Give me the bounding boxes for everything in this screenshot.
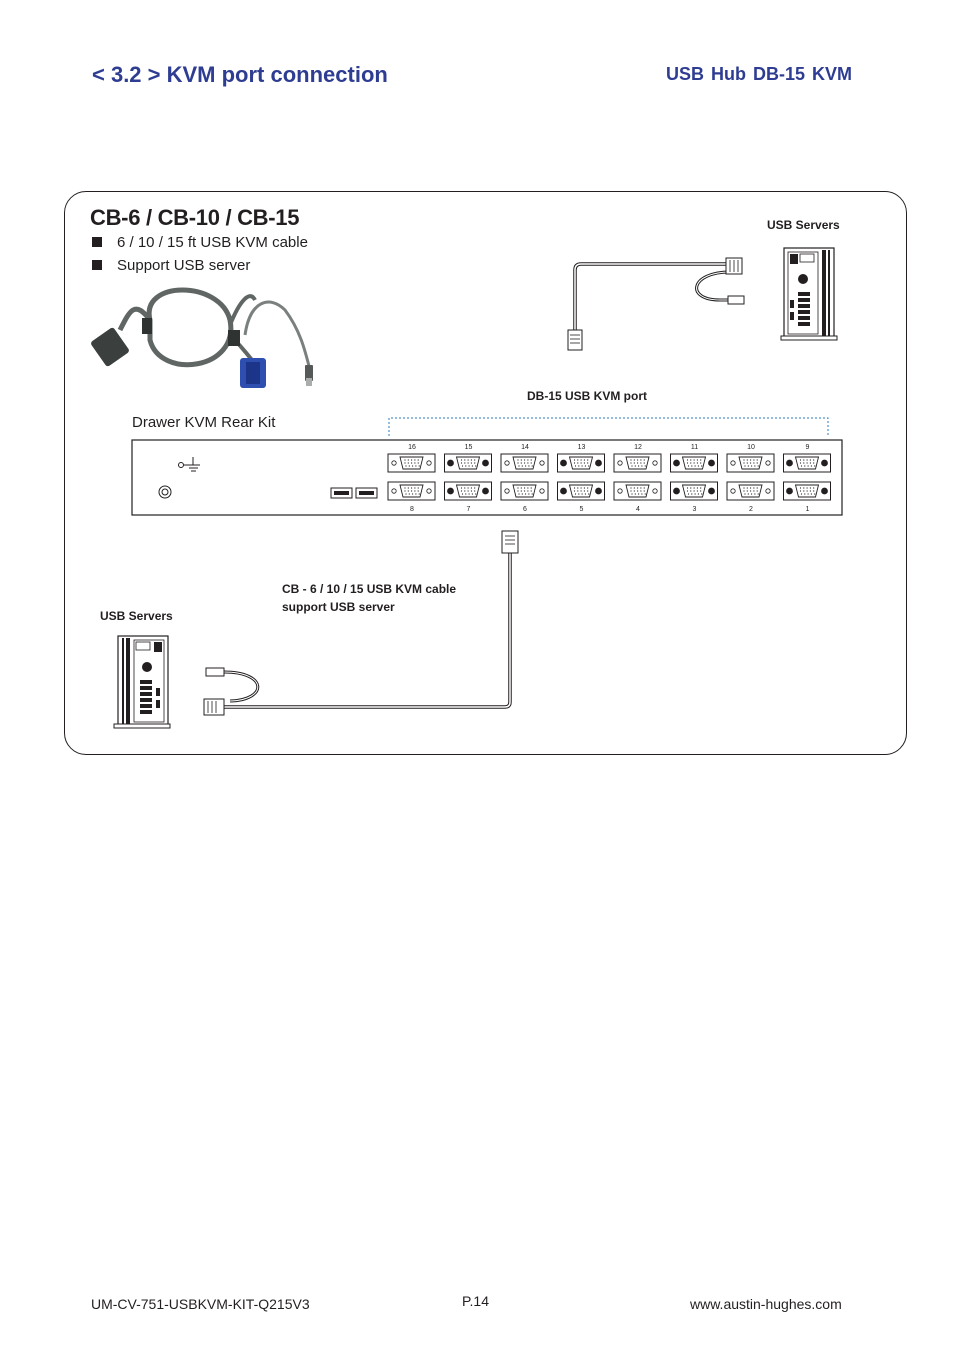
footer-doc-id: UM-CV-751-USBKVM-KIT-Q215V3: [91, 1296, 310, 1312]
db15-port-8: 8: [387, 481, 436, 513]
port-number-bottom-label: 6: [523, 506, 527, 513]
port-number-bottom-label: 7: [467, 506, 471, 513]
usb-servers-label-bottom: USB Servers: [100, 609, 173, 623]
port-number-top-label: 13: [578, 444, 586, 451]
port-group-bracket: [388, 417, 829, 436]
db15-port-5: 5: [557, 481, 605, 513]
square-bullet-icon: [92, 260, 102, 270]
port-number-top-label: 16: [408, 444, 416, 451]
port-number-bottom-label: 5: [580, 506, 584, 513]
drawer-kit-label: Drawer KVM Rear Kit: [132, 414, 276, 431]
port-number-top-label: 14: [521, 444, 529, 451]
drawer-rear-panel: [131, 439, 843, 516]
feature-list-item: 6 / 10 / 15 ft USB KVM cable: [92, 234, 308, 251]
header-product-title: USB Hub DB-15 KVM: [666, 64, 853, 84]
cable-caption-line2: support USB server: [282, 600, 395, 614]
usb-server-tower-bottom: [113, 635, 171, 729]
footer-page-number: P.14: [462, 1293, 489, 1309]
port-number-top-label: 11: [691, 444, 698, 451]
db15-port-row-top: 16 15 14 13 12 11 10 9: [387, 444, 831, 473]
db15-port-13: 13: [557, 444, 605, 473]
db15-port-2: 2: [726, 481, 775, 513]
port-number-top-label: 9: [806, 444, 810, 451]
db15-port-7: 7: [444, 481, 492, 513]
db15-port-16: 16: [387, 444, 436, 473]
ground-icon: [178, 457, 200, 472]
db15-port-9: 9: [783, 444, 831, 473]
db15-port-3: 3: [670, 481, 718, 513]
footer-website: www.austin-hughes.com: [690, 1296, 842, 1312]
db15-port-12: 12: [613, 444, 662, 473]
port-number-bottom-label: 4: [636, 506, 640, 513]
db15-port-15: 15: [444, 444, 492, 473]
connection-panel: [64, 191, 907, 755]
usb-server-tower-top: [780, 247, 838, 341]
usb-kvm-cable-photo: [91, 287, 313, 388]
db15-port-6: 6: [500, 481, 549, 513]
power-jack-icon: [158, 485, 172, 499]
db15-port-row-bottom: 8 7 6 5 4 3 2 1: [387, 481, 831, 513]
usb-servers-label-top: USB Servers: [767, 218, 840, 232]
feature-list-item: Support USB server: [92, 257, 250, 274]
port-number-bottom-label: 8: [410, 506, 414, 513]
square-bullet-icon: [92, 237, 102, 247]
top-kvm-cable: [567, 257, 745, 351]
port-number-bottom-label: 3: [693, 506, 697, 513]
usb-hub-ports: [330, 487, 378, 499]
cable-caption-line1: CB - 6 / 10 / 15 USB KVM cable: [282, 582, 457, 596]
cable-model-title: CB-6 / CB-10 / CB-15: [90, 205, 300, 230]
bottom-kvm-cable: [203, 530, 519, 716]
port-label: DB-15 USB KVM port: [527, 389, 648, 403]
db15-port-4: 4: [613, 481, 662, 513]
port-number-top-label: 12: [634, 444, 642, 451]
db15-port-1: 1: [783, 481, 831, 513]
port-number-top-label: 15: [465, 444, 473, 451]
port-number-bottom-label: 2: [749, 506, 753, 513]
db15-port-10: 10: [726, 444, 775, 473]
section-title: < 3.2 > KVM port connection: [92, 62, 388, 87]
port-number-top-label: 10: [747, 444, 755, 451]
db15-port-14: 14: [500, 444, 549, 473]
db15-port-11: 11: [670, 444, 718, 473]
port-number-bottom-label: 1: [806, 506, 810, 513]
